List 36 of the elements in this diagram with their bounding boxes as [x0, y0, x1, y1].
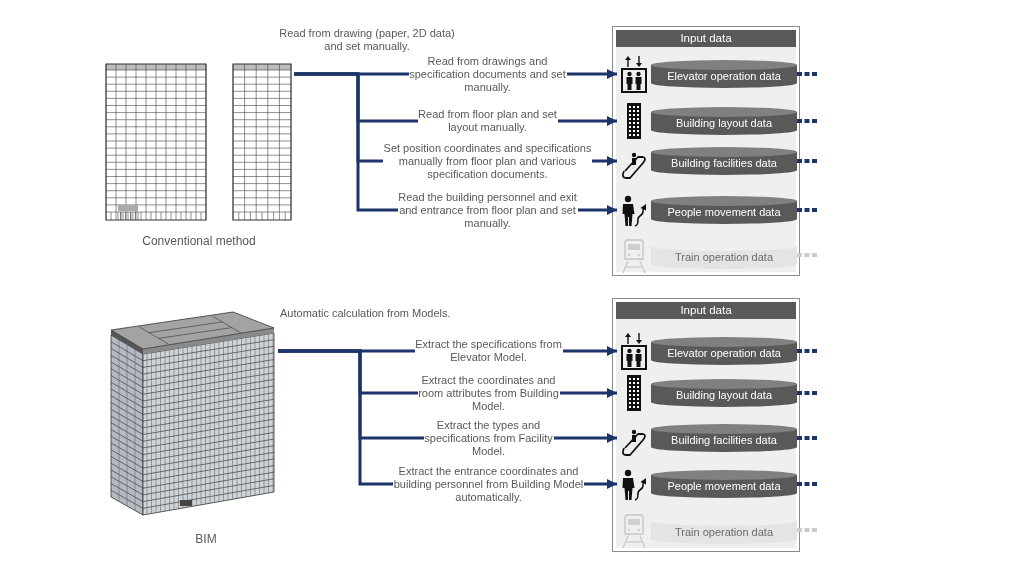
panel-header: Input data [616, 302, 796, 319]
data-label: Building layout data [675, 116, 773, 130]
panel-header: Input data [616, 30, 796, 47]
edge-label: Read the building personnel and exit and entrance from floor plan and set manually. [397, 190, 578, 230]
data-label: People movement data [666, 205, 782, 219]
note-text: Read from drawing (paper, 2D data) and set manually. [278, 27, 456, 53]
data-label: Train operation data [673, 250, 774, 264]
data-label: Building facilities data [670, 433, 778, 447]
dashed-line [797, 208, 819, 212]
edge-label: Extract the entrance coordinates and building personnel from Building Model automatically. [393, 464, 584, 504]
dashed-line [797, 253, 819, 257]
data-label: Train operation data [673, 525, 774, 539]
data-label: Elevator operation data [666, 346, 782, 360]
input-panel [612, 298, 800, 552]
dashed-line [797, 119, 819, 123]
drawing-caption: BIM [194, 532, 218, 546]
input-panel [612, 26, 800, 276]
data-label: Building layout data [675, 388, 773, 402]
dashed-line [797, 482, 819, 486]
note-text: Automatic calculation from Models. [280, 307, 452, 320]
drawing-caption: Conventional method [141, 234, 257, 248]
dashed-line [797, 436, 819, 440]
dashed-line [797, 349, 819, 353]
edge-label: Extract the coordinates and room attributes from Building Model. [417, 373, 560, 413]
data-label: People movement data [666, 479, 782, 493]
data-label: Building facilities data [670, 156, 778, 170]
dashed-line [797, 528, 819, 532]
edge-label: Read from floor plan and set layout manually. [417, 108, 558, 134]
edge-label: Read from drawings and specification documents and set manually. [408, 54, 567, 94]
dashed-line [797, 72, 819, 76]
edge-label: Extract the specifications from Elevator Model. [414, 338, 563, 364]
data-label: Elevator operation data [666, 69, 782, 83]
dashed-line [797, 391, 819, 395]
edge-label: Set position coordinates and specifications manually from floor plan and various specification documents. [383, 141, 592, 181]
edge-label: Extract the types and specifications from Facility Model. [423, 418, 554, 458]
dashed-line [797, 159, 819, 163]
